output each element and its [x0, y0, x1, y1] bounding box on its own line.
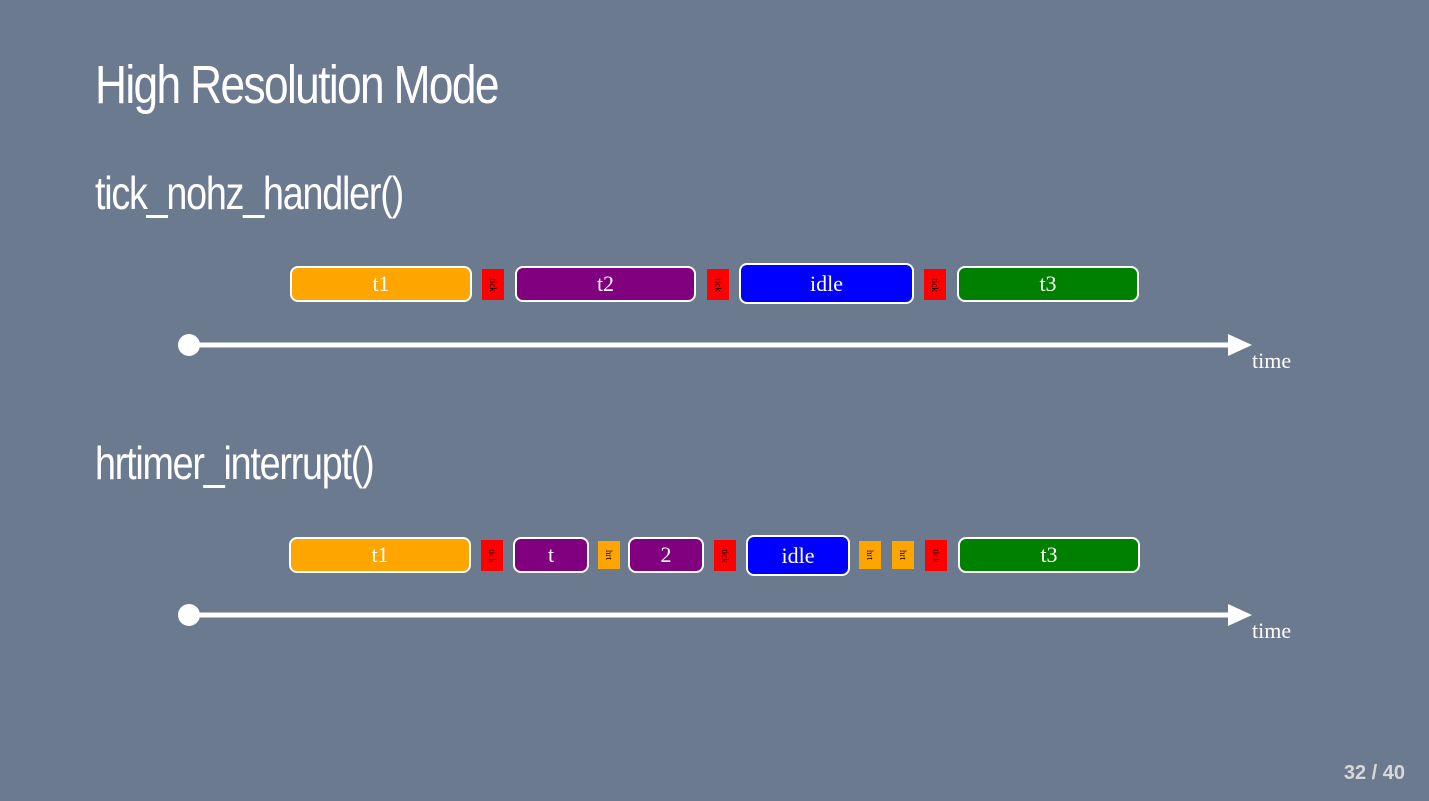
task-block-t: t — [513, 537, 589, 573]
timeline-row: t1 tick t hrt 2 tick idle hrt hrt tick t… — [0, 0, 1429, 576]
page-indicator: 32 / 40 — [1343, 762, 1405, 784]
slide-title: High Resolution Mode — [95, 55, 500, 115]
section-heading-hrtimer-interrupt: hrtimer_interrupt() — [95, 437, 375, 489]
hrt-marker: hrt — [598, 541, 620, 569]
task-block-t3: t3 — [957, 266, 1139, 302]
tick-marker: tick — [707, 269, 729, 300]
task-block-t3: t3 — [958, 537, 1140, 573]
task-block-2: 2 — [628, 537, 704, 573]
tick-marker: tick — [925, 540, 947, 571]
tick-marker: tick — [924, 269, 946, 300]
task-block-t2: t2 — [515, 266, 696, 302]
task-block-t1: t1 — [290, 266, 472, 302]
hrt-marker: hrt — [892, 541, 914, 569]
axis-arrowhead — [1228, 604, 1252, 626]
tick-marker: tick — [714, 540, 736, 571]
axis-label-time: time — [1252, 348, 1292, 373]
tick-marker: tick — [481, 540, 503, 571]
task-block-t1: t1 — [289, 537, 471, 573]
task-block-idle: idle — [739, 263, 914, 304]
axis-label-time: time — [1252, 618, 1292, 643]
tick-marker: tick — [482, 269, 504, 300]
section-heading-tick-nohz-handler: tick_nohz_handler() — [95, 167, 404, 219]
timeline-row: t1 tick t2 tick idle tick t3 — [0, 0, 1429, 304]
axis-origin-dot — [178, 604, 200, 626]
task-block-idle: idle — [746, 535, 850, 576]
axis-arrowhead — [1228, 334, 1252, 356]
axis-origin-dot — [178, 334, 200, 356]
hrt-marker: hrt — [859, 541, 881, 569]
